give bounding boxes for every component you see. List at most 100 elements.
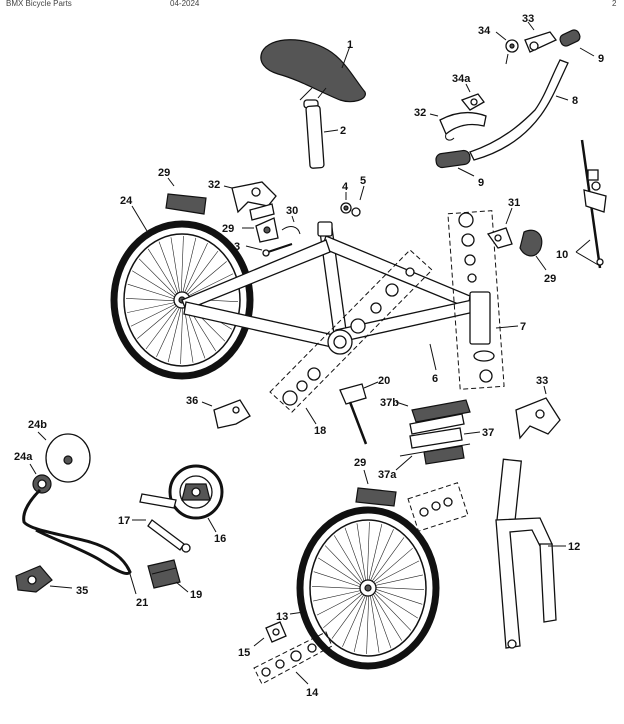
callout-nut: 4	[342, 181, 349, 193]
callout-rear-caliper: 32	[208, 179, 220, 191]
kickstand	[339, 383, 368, 445]
lever-clamp	[460, 93, 485, 111]
callout-crank-set: 16	[214, 533, 226, 545]
callout-front-reflector-bracket: 31	[508, 197, 520, 209]
spoke	[368, 529, 394, 585]
chain	[22, 488, 132, 575]
front-brake-hardware	[407, 482, 469, 532]
spoke	[324, 545, 365, 587]
callout-grip-right: 9	[598, 53, 604, 65]
front-axle-nut	[265, 621, 287, 643]
callout-brake-spring: 37b	[380, 397, 399, 409]
header-page-marker: 2	[612, 0, 617, 8]
seat-post	[303, 99, 325, 169]
callout-rear-reflector-bracket: 10	[556, 249, 568, 261]
spoke	[371, 586, 424, 590]
callout-pedal: 19	[190, 589, 202, 601]
callout-crank-arm: 17	[118, 515, 130, 527]
spoke	[167, 303, 183, 363]
callout-fork: 12	[568, 541, 580, 553]
spoke	[331, 591, 367, 639]
spoke	[130, 302, 180, 327]
header-mid-text: 04-2024	[170, 0, 200, 8]
bolt	[262, 243, 293, 257]
spoke	[180, 303, 184, 364]
spoke	[333, 535, 366, 586]
callout-kickstand: 20	[378, 375, 390, 387]
spoke	[367, 523, 383, 585]
callout-bell: 34	[478, 25, 491, 37]
spoke	[371, 588, 418, 619]
callout-derailleur: 35	[76, 585, 88, 597]
callout-grip-left: 9	[478, 177, 484, 189]
spoke	[158, 241, 180, 297]
brake-lever-left	[439, 111, 487, 141]
spoke	[323, 590, 366, 629]
freewheel	[32, 474, 52, 494]
spoke	[369, 591, 380, 653]
callout-cable-guide: 30	[286, 205, 298, 217]
callout-frame: 6	[432, 373, 438, 385]
crank-set	[168, 464, 224, 520]
callout-bolt: 3	[234, 241, 240, 253]
callout-headset: 7	[520, 321, 526, 333]
callout-front-wheel: 13	[276, 611, 288, 623]
callout-pad-set: 37	[482, 427, 494, 439]
callout-reflector-top: 29	[158, 167, 170, 179]
callout-chain-guard: 24b	[28, 419, 47, 431]
spoke	[184, 273, 234, 298]
callout-bottom-bracket: 18	[314, 425, 326, 437]
spoke	[370, 591, 392, 649]
spoke	[344, 527, 366, 585]
callout-washer: 5	[360, 175, 366, 187]
spoke	[127, 283, 179, 301]
spoke	[316, 590, 366, 616]
chain-guard	[45, 433, 91, 483]
fork	[495, 458, 557, 649]
spoke	[356, 523, 367, 585]
front-axle	[253, 631, 333, 685]
spoke	[138, 258, 179, 299]
front-caliper	[515, 397, 561, 440]
front-reflector-bracket	[486, 227, 513, 249]
spoke	[183, 250, 219, 297]
derailleur	[15, 565, 53, 593]
spoke	[184, 261, 227, 298]
header-left-text: BMX Bicycle Parts	[6, 0, 72, 8]
bell	[505, 39, 519, 65]
spoke	[353, 591, 369, 653]
callout-chain: 21	[136, 597, 148, 609]
rear-reflector-bracket	[580, 139, 607, 269]
spoke	[145, 303, 181, 350]
callout-reflector-front: 29	[544, 273, 556, 285]
callout-reflector-mid: 29	[354, 457, 366, 469]
callout-seat-clamp: 36	[186, 395, 198, 407]
spoke	[370, 590, 403, 641]
reflector-top	[165, 193, 207, 215]
reflector-mid	[355, 487, 397, 507]
crank-arm	[139, 493, 191, 553]
spoke	[313, 589, 365, 602]
headset	[447, 210, 505, 390]
bottom-bracket	[269, 249, 433, 413]
callout-brake-lever-left: 32	[414, 107, 426, 119]
callout-freewheel: 24a	[14, 451, 33, 463]
callout-front-caliper: 33	[536, 375, 548, 387]
callout-pad-block: 37a	[378, 469, 397, 481]
spoke	[127, 301, 179, 313]
nut	[340, 202, 352, 214]
spoke	[371, 589, 412, 631]
front-wheel	[296, 506, 440, 670]
callout-front-axle: 14	[306, 687, 319, 699]
spoke	[182, 242, 208, 297]
spoke	[369, 537, 405, 585]
spoke	[137, 302, 180, 339]
spoke	[371, 587, 423, 605]
reflector-front	[519, 229, 543, 257]
washer	[351, 207, 361, 217]
spoke	[180, 236, 184, 297]
rear-caliper	[231, 181, 277, 221]
pedal	[147, 559, 181, 589]
spoke	[370, 560, 420, 586]
